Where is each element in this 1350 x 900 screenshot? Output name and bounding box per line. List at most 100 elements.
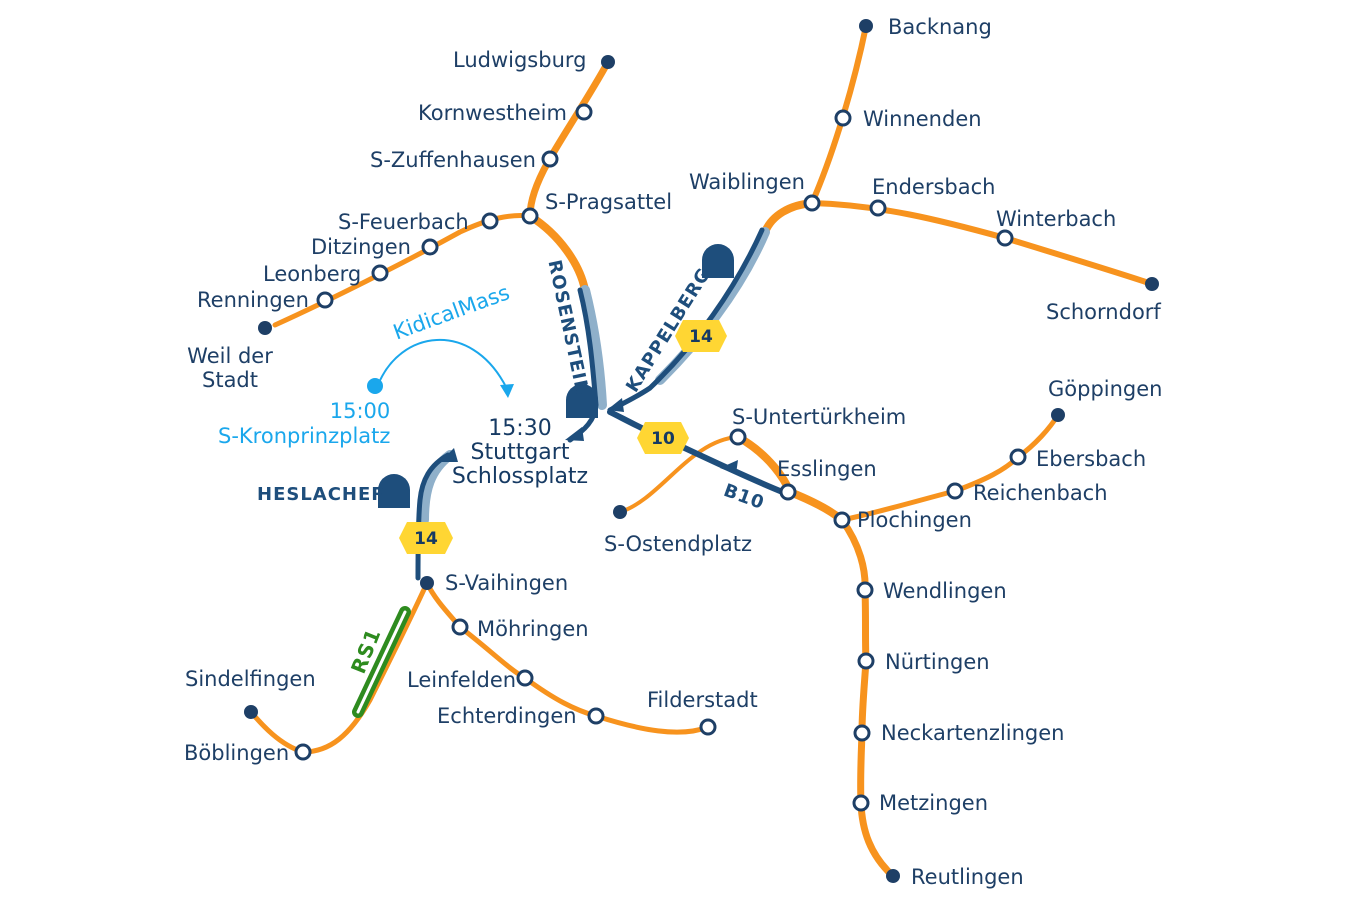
- label-feuerbach: S-Feuerbach: [338, 210, 469, 234]
- destination-line1: Stuttgart: [470, 440, 570, 465]
- label-kornwestheim: Kornwestheim: [418, 101, 567, 125]
- station-pragsattel: [521, 207, 539, 225]
- arrow-kappelberg: [607, 398, 624, 412]
- label-backnang: Backnang: [888, 15, 992, 39]
- label-leonberg: Leonberg: [263, 262, 362, 286]
- kidical-place: S-Kronprinzplatz: [218, 424, 391, 448]
- station-untertuerkheim: [729, 428, 747, 446]
- label-winnenden: Winnenden: [863, 107, 982, 131]
- label-untertuerkheim: S-Untertürkheim: [732, 405, 907, 429]
- label-ostendplatz: S-Ostendplatz: [604, 532, 753, 556]
- label-reichenbach: Reichenbach: [973, 481, 1108, 505]
- arrow-heslacher: [440, 448, 458, 462]
- arrow-b10: [720, 460, 738, 474]
- portal-rosenstein-icon: [566, 384, 598, 418]
- endpoint-sindelfingen: [244, 705, 258, 719]
- rs1-line-inner: [356, 610, 407, 714]
- station-leonberg: [371, 264, 389, 282]
- station-winterbach: [996, 229, 1014, 247]
- rail-pragsattel-center: [526, 212, 589, 294]
- kidical-time: 15:00: [329, 399, 391, 423]
- label-reutlingen: Reutlingen: [911, 865, 1024, 889]
- rail-plochingen-goeppingen: [839, 412, 1061, 523]
- rs1-path: [352, 606, 411, 718]
- station-wendlingen: [856, 581, 874, 599]
- label-endersbach: Endersbach: [872, 175, 996, 199]
- station-filderstadt: [699, 718, 717, 736]
- badge-b14-south-text: 14: [414, 529, 438, 549]
- label-weil: Weil der Stadt: [185, 344, 275, 392]
- station-feuerbach: [481, 212, 499, 230]
- badge-b10-text: 10: [651, 429, 675, 449]
- tunnel-portals: [378, 244, 734, 508]
- badge-b14-south: 14: [399, 522, 453, 554]
- label-leinfelden: Leinfelden: [407, 668, 517, 692]
- label-winterbach: Winterbach: [996, 207, 1117, 231]
- station-waiblingen: [803, 194, 821, 212]
- endpoint-ostendplatz: [613, 505, 627, 519]
- endpoint-ludwigsburg: [601, 55, 615, 69]
- stations: [244, 19, 1159, 883]
- endpoint-reutlingen: [886, 869, 900, 883]
- endpoint-goeppingen: [1051, 408, 1065, 422]
- label-echterdingen: Echterdingen: [437, 704, 577, 728]
- rosenstein-tunnel-route: [580, 285, 607, 410]
- portal-kappelberg-icon: [702, 244, 734, 278]
- station-esslingen: [779, 483, 797, 501]
- station-reichenbach: [946, 482, 964, 500]
- portal-heslacher-icon: [378, 474, 410, 508]
- label-zuffenhausen: S-Zuffenhausen: [370, 148, 536, 172]
- station-ditzingen: [421, 238, 439, 256]
- rail-ostend-untertuerkheim: [618, 435, 740, 514]
- tunnel-label-heslacher: HESLACHER: [257, 484, 387, 505]
- route-arrows: [440, 398, 738, 474]
- bike-route-kappelberg: [607, 227, 765, 413]
- station-nuertingen: [857, 652, 875, 670]
- station-kornwestheim: [575, 103, 593, 121]
- kidical-start-dot: [367, 378, 383, 394]
- station-plochingen: [833, 511, 851, 529]
- label-goeppingen: Göppingen: [1048, 377, 1163, 401]
- label-sindelfingen: Sindelfingen: [185, 667, 316, 691]
- label-ludwigsburg: Ludwigsburg: [453, 48, 587, 72]
- label-moehringen: Möhringen: [477, 617, 589, 641]
- label-pragsattel: S-Pragsattel: [545, 190, 673, 214]
- label-neckartenzlingen: Neckartenzlingen: [881, 721, 1065, 745]
- label-esslingen: Esslingen: [777, 457, 877, 481]
- destination-time: 15:30: [488, 416, 552, 441]
- destination-line2: Schlossplatz: [451, 464, 589, 489]
- station-endersbach: [869, 199, 887, 217]
- label-plochingen: Plochingen: [857, 508, 972, 532]
- station-renningen: [316, 291, 334, 309]
- label-weil-line1: Weil der: [187, 344, 273, 368]
- bike-route-heslacher: [415, 452, 451, 581]
- kidical-arrow: [367, 338, 514, 398]
- station-winnenden: [834, 109, 852, 127]
- endpoint-schorndorf: [1145, 277, 1159, 291]
- station-echterdingen: [587, 707, 605, 725]
- label-weil-line2: Stadt: [202, 368, 258, 392]
- label-metzingen: Metzingen: [879, 791, 988, 815]
- kidical-arrowhead: [500, 384, 514, 398]
- station-neckartenzlingen: [853, 724, 871, 742]
- kidical-arc: [377, 338, 506, 386]
- label-nuertingen: Nürtingen: [885, 650, 990, 674]
- badge-b10: 10: [637, 422, 689, 454]
- station-ebersbach: [1009, 448, 1027, 466]
- label-schorndorf: Schorndorf: [1046, 300, 1161, 324]
- label-renningen: Renningen: [197, 288, 309, 312]
- label-filderstadt: Filderstadt: [647, 688, 758, 712]
- arrow-rosenstein: [565, 427, 584, 441]
- badge-b14-north-text: 14: [689, 327, 713, 347]
- label-wendlingen: Wendlingen: [883, 579, 1007, 603]
- endpoint-vaihingen: [420, 576, 434, 590]
- label-boeblingen: Böblingen: [184, 741, 290, 765]
- destination-label: 15:30 Stuttgart Schlossplatz: [445, 417, 595, 489]
- endpoint-weil: [258, 321, 272, 335]
- endpoint-backnang: [859, 19, 873, 33]
- label-ditzingen: Ditzingen: [311, 235, 411, 259]
- label-ebersbach: Ebersbach: [1036, 447, 1147, 471]
- badge-b14-north: 14: [675, 320, 727, 352]
- station-moehringen: [451, 618, 469, 636]
